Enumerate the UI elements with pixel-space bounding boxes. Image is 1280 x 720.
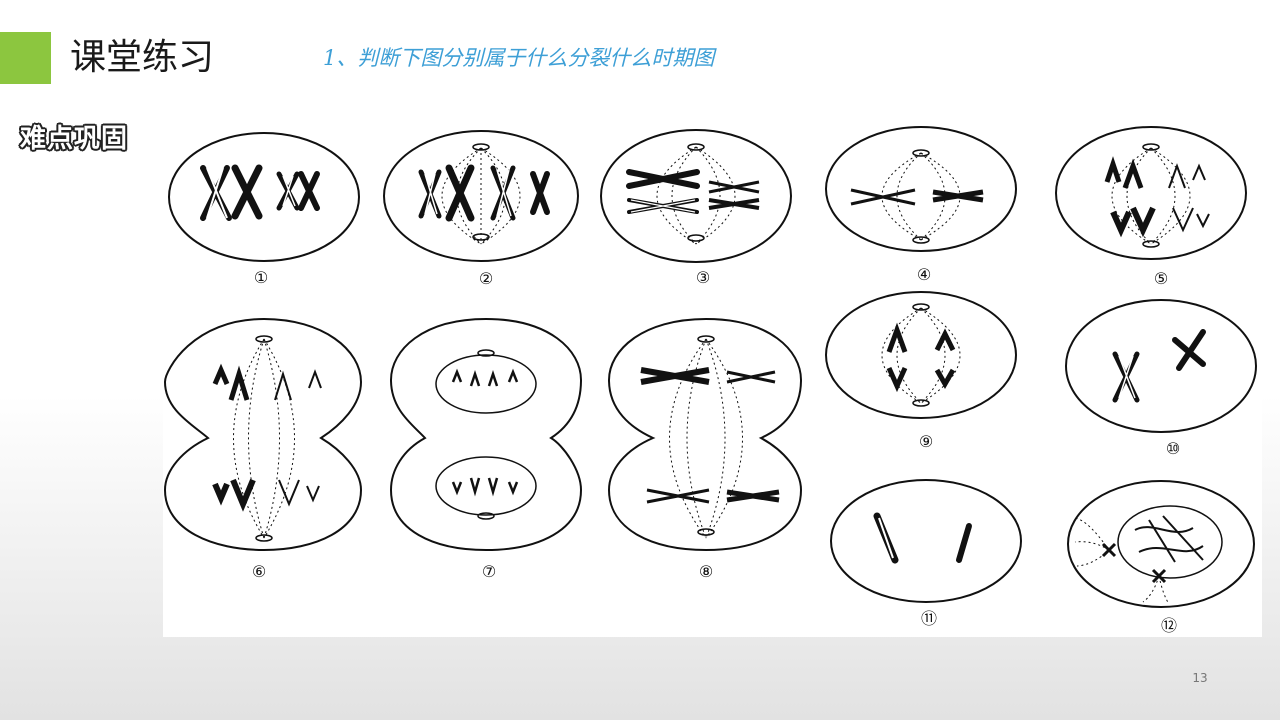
cell-label-5: ⑤	[1154, 269, 1168, 288]
cell-label-8: ⑧	[699, 562, 713, 581]
cell-3	[600, 129, 792, 263]
cell-division-diagram: ① ②	[163, 126, 1257, 635]
cell-label-11: ⑪	[921, 609, 937, 628]
cell-12	[1067, 480, 1255, 608]
cell-8	[607, 317, 803, 552]
cell-label-6: ⑥	[252, 562, 266, 581]
slide-title: 课堂练习	[70, 37, 215, 78]
cell-2	[383, 130, 579, 262]
cell-label-2: ②	[479, 269, 493, 288]
cell-label-12: ⑫	[1161, 616, 1177, 635]
page-number: 13	[1192, 671, 1208, 685]
question-text: 1、判断下图分别属于什么分裂什么时期图	[323, 46, 715, 70]
difficulty-tag: 难点巩固	[20, 124, 129, 154]
cell-4	[825, 126, 1017, 252]
cell-division-figure: ① ②	[163, 120, 1262, 637]
title-accent-bar	[0, 32, 51, 84]
cell-label-9: ⑨	[919, 432, 933, 451]
cell-6	[163, 317, 363, 552]
cell-label-1: ①	[254, 268, 268, 287]
cell-5	[1055, 126, 1247, 260]
cell-9	[825, 291, 1017, 419]
cell-1	[168, 132, 360, 262]
cell-label-10: ⑩	[1166, 439, 1180, 458]
cell-10	[1065, 299, 1257, 433]
cell-label-3: ③	[696, 268, 710, 287]
cell-label-4: ④	[917, 265, 931, 284]
cell-7	[389, 317, 583, 552]
cell-label-7: ⑦	[482, 562, 496, 581]
cell-11	[830, 479, 1022, 603]
